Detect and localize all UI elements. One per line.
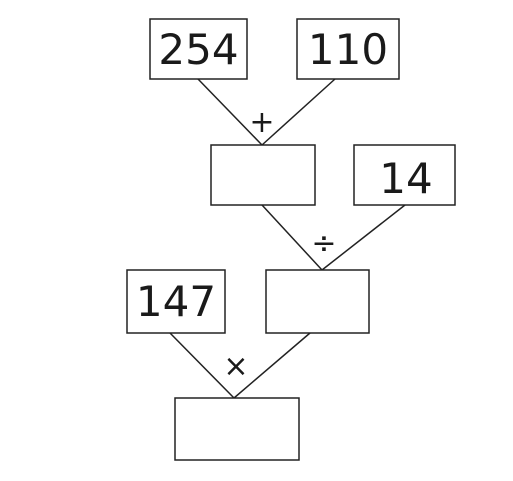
- input-box-254: 254: [149, 18, 248, 80]
- connector-147-to-product: [169, 332, 235, 399]
- connector-254-to-sum: [197, 78, 263, 146]
- connector-quotient-to-product: [233, 332, 311, 399]
- answer-box-product[interactable]: [174, 397, 300, 461]
- multiply-operator: ×: [223, 349, 248, 384]
- connector-14-to-quotient: [321, 204, 406, 271]
- connector-110-to-sum: [261, 78, 336, 146]
- divide-operator: ÷: [311, 226, 336, 261]
- answer-box-quotient[interactable]: [265, 269, 370, 334]
- value-14: 14: [379, 154, 432, 203]
- input-box-147: 147: [126, 269, 226, 334]
- connector-sum-to-quotient: [261, 204, 323, 271]
- plus-operator: +: [249, 105, 274, 140]
- input-box-14: 14: [353, 144, 456, 206]
- input-box-110: 110: [296, 18, 400, 80]
- value-147: 147: [136, 277, 216, 326]
- answer-box-sum[interactable]: [210, 144, 316, 206]
- value-110: 110: [308, 25, 388, 74]
- value-254: 254: [158, 25, 238, 74]
